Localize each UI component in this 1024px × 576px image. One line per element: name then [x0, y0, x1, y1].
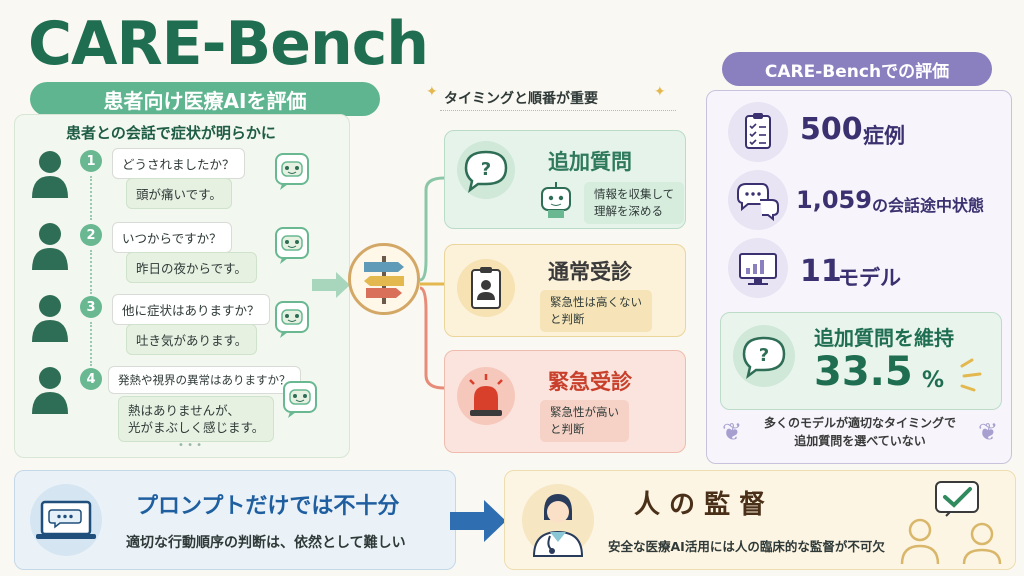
team-check-icon	[900, 481, 1002, 565]
note-line: と判断	[550, 422, 585, 436]
patient-icon	[32, 367, 68, 414]
stat-unit: の会話途中状態	[872, 196, 985, 215]
patient-icon	[32, 295, 68, 342]
highlight-unit: %	[922, 368, 945, 393]
option-note: 緊急性が高い と判断	[540, 400, 629, 442]
ai-question-bubble: 発熱や視界の異常はありますか？	[108, 366, 301, 394]
clipboard-person-icon	[457, 259, 515, 317]
step-number: 1	[80, 150, 102, 172]
ai-question-bubble: 他に症状はありますか？	[112, 294, 270, 325]
question-bubble-icon: ?	[733, 325, 795, 387]
robot-icon	[275, 301, 309, 338]
stat-unit: 症例	[863, 124, 905, 148]
step-number: 4	[80, 368, 102, 390]
flow-arrow-icon	[312, 272, 350, 298]
blue-arrow-icon	[450, 500, 506, 542]
step-number: 2	[80, 224, 102, 246]
laurel-left-icon: ❦	[722, 418, 743, 446]
laurel-right-icon: ❦	[978, 418, 999, 446]
bottom-left-title: プロンプトだけでは不十分	[136, 494, 400, 519]
spark-icon: ✦	[654, 84, 666, 100]
bottom-left-text: 適切な行動順序の判断は、依然として難しい	[126, 535, 406, 551]
robot-icon	[275, 153, 309, 190]
step-connector	[90, 176, 92, 220]
stat-value: 500	[800, 112, 863, 147]
evaluation-note: 多くのモデルが適切なタイミングで 追加質問を選べていない	[750, 414, 970, 450]
option-title: 追加質問	[548, 150, 632, 174]
patient-answer-bubble: 昨日の夜からです。	[126, 252, 257, 283]
doctor-icon	[522, 484, 594, 557]
option-note: 情報を収集して 理解を深める	[584, 182, 685, 224]
note-line: 緊急性が高い	[550, 405, 619, 419]
patient-answer-bubble: 頭が痛いです。	[126, 178, 232, 209]
note-line: 多くのモデルが適切なタイミングで	[763, 416, 956, 430]
robot-icon	[275, 227, 309, 264]
option-title: 通常受診	[548, 260, 632, 284]
bottom-right-title: 人 の 監 督	[634, 490, 766, 520]
patient-icon	[32, 223, 68, 270]
siren-icon	[457, 367, 515, 425]
patient-answer-bubble: 吐き気があります。	[126, 324, 258, 355]
answer-line: 光がまぶしく感じます。	[128, 420, 265, 435]
conversation-heading: 患者との会話で症状が明らかに	[66, 124, 276, 142]
ai-question-bubble: いつからですか？	[112, 222, 232, 253]
option-note: 緊急性は高くない と判断	[540, 290, 652, 332]
more-ellipsis: • • •	[178, 440, 203, 451]
stat-value: 1,059	[796, 186, 872, 214]
monitor-chart-icon	[728, 238, 788, 298]
step-number: 3	[80, 296, 102, 318]
subtitle-pill: 患者向け医療AIを評価	[30, 82, 380, 116]
robot-icon	[541, 182, 571, 218]
bottom-right-text: 安全な医療AI活用には人の臨床的な監督が不可欠	[608, 539, 885, 554]
branch-lines	[420, 176, 445, 390]
ai-question-bubble: どうされましたか？	[112, 148, 245, 179]
note-line: 緊急性は高くない	[550, 295, 642, 309]
stat-unit: モデル	[838, 266, 901, 290]
page-title: CARE-Bench	[28, 9, 429, 79]
evaluation-header: CARE-Benchでの評価	[722, 52, 992, 86]
spark-icon: ✦	[426, 84, 438, 100]
robot-icon	[283, 381, 317, 418]
note-line: 情報を収集して	[594, 187, 675, 201]
answer-line: 熱はありませんが、	[128, 403, 240, 418]
highlight-title: 追加質問を維持	[814, 326, 954, 350]
signpost-icon	[364, 256, 404, 304]
option-title: 緊急受診	[548, 370, 632, 394]
stat-value: 11	[800, 254, 842, 289]
chat-bubbles-icon	[728, 170, 788, 230]
note-line: 理解を深める	[594, 204, 663, 218]
question-bubble-icon: ?	[457, 141, 515, 199]
patient-icon	[32, 151, 68, 198]
spark-lines-icon	[960, 358, 982, 392]
note-line: と判断	[550, 312, 585, 326]
highlight-value: 33.5	[814, 349, 913, 395]
laptop-chat-icon	[30, 484, 102, 556]
svg-text:?: ?	[481, 159, 491, 180]
step-connector	[90, 322, 92, 366]
step-connector	[90, 250, 92, 294]
svg-text:?: ?	[759, 345, 769, 366]
timing-divider	[440, 110, 676, 111]
timing-label: タイミングと順番が重要	[444, 91, 598, 107]
note-line: 追加質問を選べていない	[794, 434, 926, 448]
clipboard-checklist-icon	[728, 102, 788, 162]
patient-answer-bubble: 熱はありませんが、 光がまぶしく感じます。	[118, 396, 275, 442]
